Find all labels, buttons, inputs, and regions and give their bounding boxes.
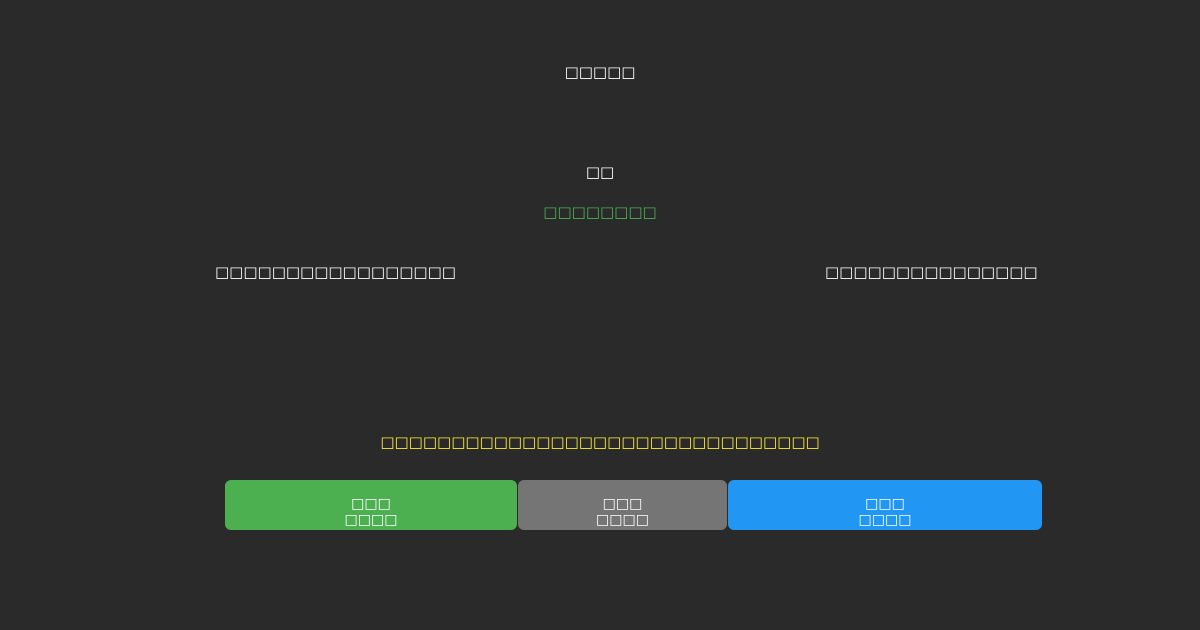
warning-text: □□□□□□□□□□□□□□□□□□□□□□□□□□□□□□□ (380, 433, 820, 451)
action-button-left-label: □□□ (351, 496, 391, 512)
left-info-text: □□□□□□□□□□□□□□□□□ (215, 263, 456, 281)
action-button-right-sublabel: □□□□ (858, 512, 912, 528)
action-button-middle[interactable]: □□□ □□□□ (518, 480, 727, 530)
action-button-left[interactable]: □□□ □□□□ (225, 480, 517, 530)
action-button-right[interactable]: □□□ □□□□ (728, 480, 1042, 530)
action-button-right-label: □□□ (865, 496, 905, 512)
section-heading: □□ (585, 163, 615, 181)
action-button-middle-label: □□□ (602, 496, 643, 512)
action-button-left-sublabel: □□□□ (344, 512, 398, 528)
action-button-middle-sublabel: □□□□ (596, 512, 649, 528)
page-title: □□□□□ (564, 63, 636, 81)
right-info-text: □□□□□□□□□□□□□□□ (825, 263, 1038, 281)
status-text: □□□□□□□□ (543, 203, 657, 221)
